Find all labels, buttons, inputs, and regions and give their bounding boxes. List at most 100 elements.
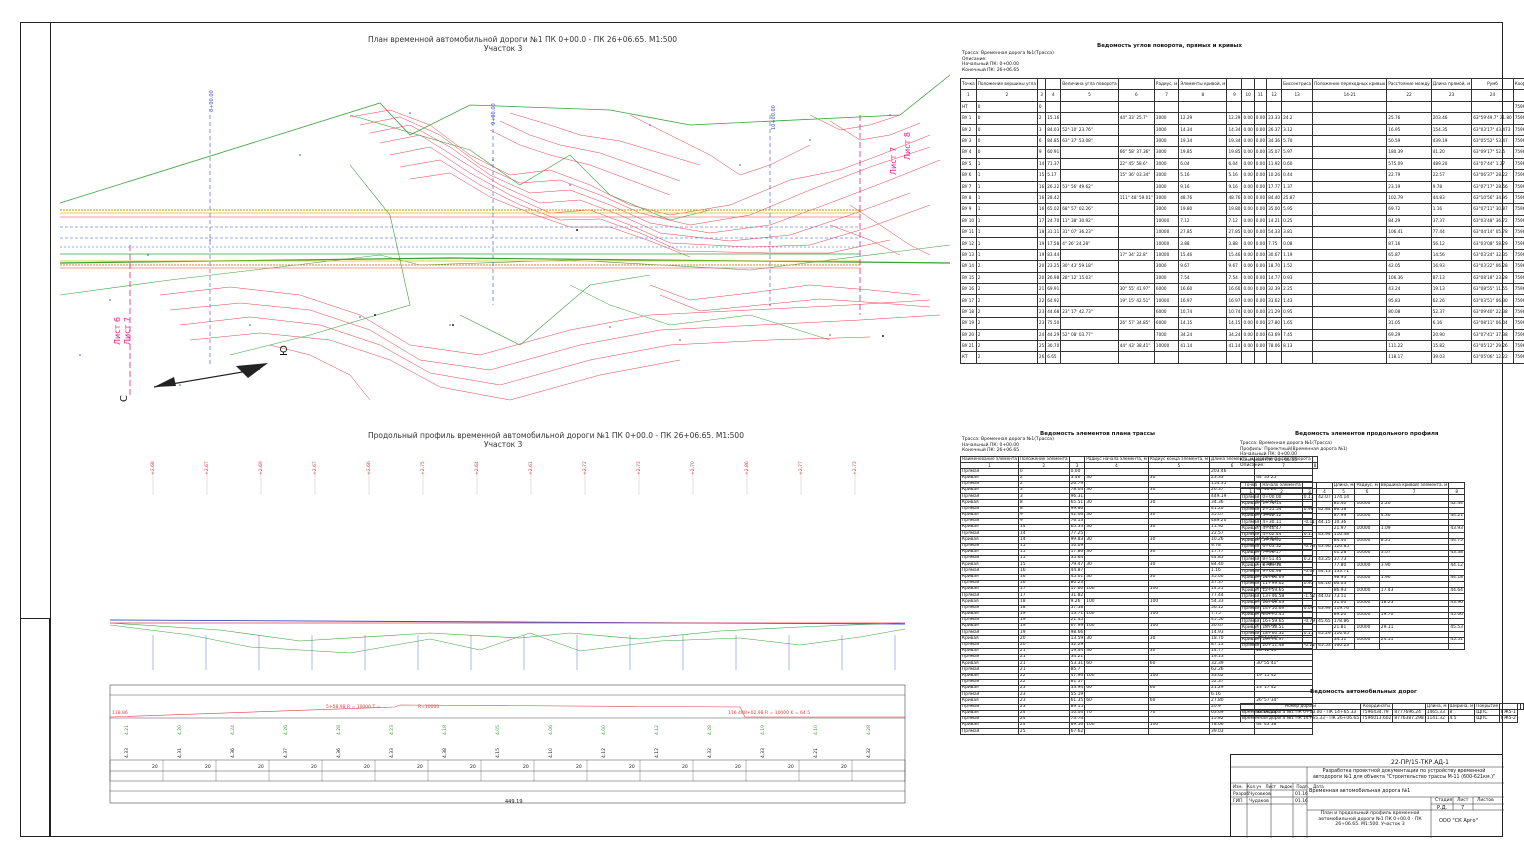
table-cell: 14.21: [1266, 214, 1283, 228]
table-cell: 11° 38' 30.92": [1060, 214, 1119, 228]
table-cell: 6: [1036, 134, 1047, 148]
table-cell: 61.35: [1068, 697, 1086, 705]
profile-table-title: Ведомость элементов продольного профиля: [1295, 431, 1439, 437]
sheet-link-left-2[interactable]: Лист 7: [123, 317, 132, 345]
table-cell: ВУ 13: [960, 248, 977, 262]
profile-value-label: 4.12: [655, 724, 660, 735]
table-cell: 23: [1036, 317, 1047, 330]
table-cell: 63°08'18" 23.28: [1471, 271, 1514, 285]
pk-label-1: 8+00.00: [209, 90, 215, 112]
date-developer: 01.16: [1295, 792, 1308, 797]
sheet-link-right-2[interactable]: Лист 8: [903, 132, 912, 160]
table-cell: 63°04'14" 05.78: [1471, 226, 1514, 239]
table-cell: 7596082.14: [1512, 191, 1524, 205]
table-cell: 3000: [1153, 271, 1180, 285]
table-cell: Кривая: [1239, 537, 1262, 545]
table-cell: [1117, 123, 1155, 136]
profile-value-label: 4.32: [867, 747, 872, 758]
table-cell: 42.44: [1448, 500, 1465, 508]
table-cell: [1312, 283, 1388, 296]
table-cell: 7596213.82: [1512, 294, 1524, 307]
table-subheader-cell: 5: [1060, 89, 1119, 102]
table-cell: 7596097.55: [1512, 180, 1524, 193]
table-cell: [1281, 351, 1314, 364]
drawing-frame: [50, 22, 1503, 837]
table-cell: 50.59: [1386, 134, 1432, 148]
table-cell: 23.33: [1266, 112, 1283, 125]
table-cell: 52.37: [1430, 305, 1473, 319]
table-cell: 0.00: [1241, 226, 1255, 239]
table-cell: 0.00: [1241, 271, 1255, 285]
table-subheader-cell: 8: [1178, 89, 1228, 102]
table-cell: 63°03'17" 43.473: [1471, 123, 1514, 136]
table-cell: 17: [1036, 214, 1047, 228]
table-cell: 81.57: [1068, 678, 1086, 686]
table-cell: 55.19: [1068, 691, 1086, 699]
table-cell: 63°07'44" 1.27: [1471, 157, 1514, 171]
profile-value-label: +2.73: [637, 461, 642, 475]
table-cell: 6.65: [1045, 351, 1062, 364]
table-cell: 44.87: [1068, 567, 1086, 575]
table-cell: 0.00: [1253, 157, 1268, 171]
table-cell: [1254, 728, 1313, 736]
table-cell: 16.97: [1226, 294, 1243, 307]
table-cell: 84.40: [1266, 191, 1283, 205]
table-cell: 45.29: [1316, 630, 1333, 638]
table-cell: 0.93: [1281, 271, 1314, 285]
table-cell: 1: [975, 157, 1038, 171]
table-cell: 63°07'41" 37.38: [1471, 328, 1514, 342]
table-cell: 34.24: [1178, 328, 1228, 342]
table-cell: [1312, 317, 1388, 330]
table-cell: [1312, 339, 1388, 353]
table-cell: Прямая: [1239, 618, 1262, 626]
table-cell: ВУ 15: [960, 271, 977, 285]
table-cell: 22.79: [1386, 169, 1432, 182]
table-cell: [1266, 100, 1283, 114]
table-cell: 30° 55' 41.97": [1117, 283, 1155, 296]
table-cell: 27.80: [1266, 317, 1283, 330]
stamp-column-label: Дата: [1313, 784, 1324, 789]
table-cell: -0.73: [1301, 543, 1318, 552]
company-name: ООО "СК Арго": [1439, 818, 1478, 824]
sheet-label: Лист: [1457, 798, 1469, 803]
table-cell: Кривая: [1239, 550, 1262, 558]
table-cell: 63°59'49.7" 21.80: [1471, 112, 1514, 125]
sheet-link-left-1[interactable]: Лист 6: [113, 317, 122, 345]
sheet-link-right-1[interactable]: Лист 7: [889, 147, 898, 175]
profile-value-label: +2.66: [367, 461, 372, 475]
table-cell: ЩПС: [1474, 715, 1501, 723]
profile-value-label: +2.75: [421, 461, 426, 475]
table-cell: 47.96: [1068, 672, 1086, 680]
table-cell: 7596630.92: [1512, 157, 1524, 171]
table-cell: 13.59: [1068, 635, 1086, 643]
table-cell: 99.86: [1068, 505, 1086, 513]
table-cell: 20.90: [1430, 328, 1473, 342]
table-cell: 7.75: [1266, 237, 1283, 250]
table-header-cell: Точка: [960, 77, 977, 91]
table-cell: 63°05'52" 53.47: [1471, 134, 1514, 148]
table-subheader-cell: 23: [1430, 89, 1473, 102]
profile-value-label: 4.10: [549, 747, 554, 758]
table-cell: 0.00: [1253, 226, 1268, 239]
table-cell: [1117, 271, 1155, 285]
table-cell: 0.00: [1241, 317, 1255, 330]
table-cell: 9.67: [1226, 260, 1243, 273]
table-cell: 23: [1036, 305, 1047, 319]
table-cell: 0.00: [1241, 260, 1255, 273]
plan-subtitle: Участок 3: [484, 44, 523, 53]
north-label: С: [119, 395, 130, 402]
table-cell: Временная дорога №1 ПК 14+65.33 - ПК 26+…: [1239, 715, 1362, 723]
table-cell: 0: [975, 123, 1038, 136]
profile-value-label: 4.36: [231, 747, 236, 758]
sheets-label: Листов: [1477, 798, 1494, 803]
table-cell: [1045, 100, 1062, 114]
table-cell: 83.44: [1045, 248, 1062, 262]
table-cell: 15: [1036, 169, 1047, 182]
table-cell: 54.33: [1266, 226, 1283, 239]
table-cell: 12.29: [1178, 112, 1228, 125]
table-cell: 22° 45' 58.6": [1117, 157, 1155, 171]
table-cell: 106.41: [1386, 226, 1432, 239]
